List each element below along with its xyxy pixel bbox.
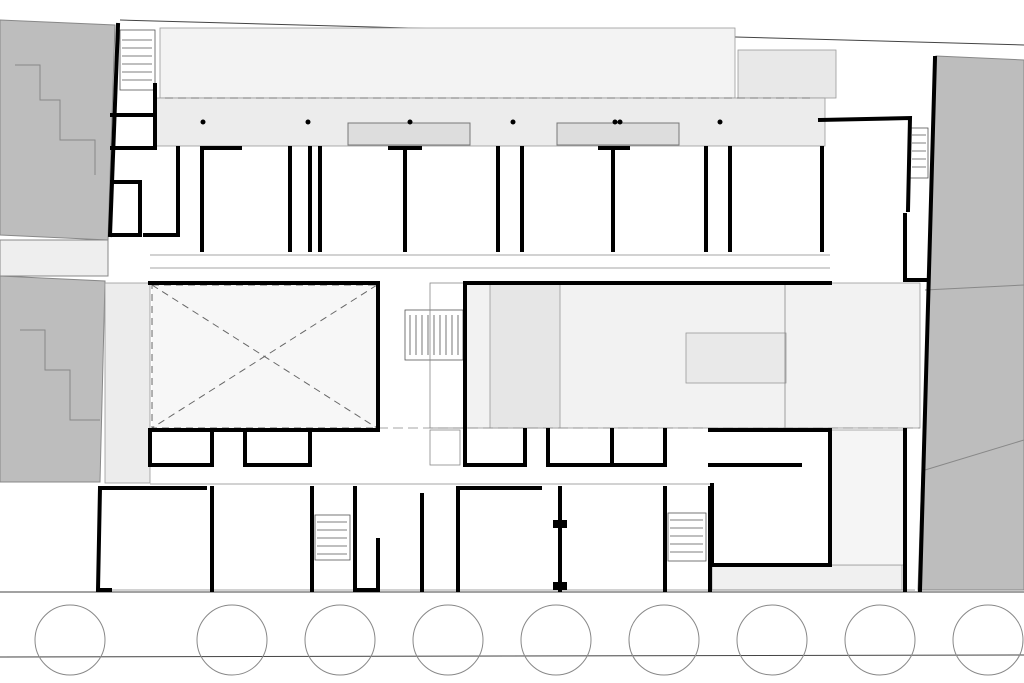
stairs bbox=[119, 29, 929, 562]
neighbor-building-top-left bbox=[0, 19, 116, 241]
tree bbox=[34, 604, 106, 676]
columns bbox=[200, 119, 723, 125]
tree bbox=[196, 604, 268, 676]
neighbor-buildings bbox=[0, 19, 1024, 591]
column-block bbox=[553, 582, 567, 590]
street-trees bbox=[34, 604, 1024, 676]
tree bbox=[844, 604, 916, 676]
tree bbox=[736, 604, 808, 676]
tree bbox=[952, 604, 1024, 676]
tree bbox=[412, 604, 484, 676]
atrium-void bbox=[151, 284, 378, 429]
column-block bbox=[553, 520, 567, 528]
walls bbox=[95, 22, 938, 593]
neighbor-building-bottom-left bbox=[0, 275, 106, 483]
neighbor-outlines bbox=[0, 64, 1024, 471]
tree bbox=[304, 604, 376, 676]
tree bbox=[520, 604, 592, 676]
circulation-areas bbox=[104, 27, 921, 591]
tree bbox=[628, 604, 700, 676]
